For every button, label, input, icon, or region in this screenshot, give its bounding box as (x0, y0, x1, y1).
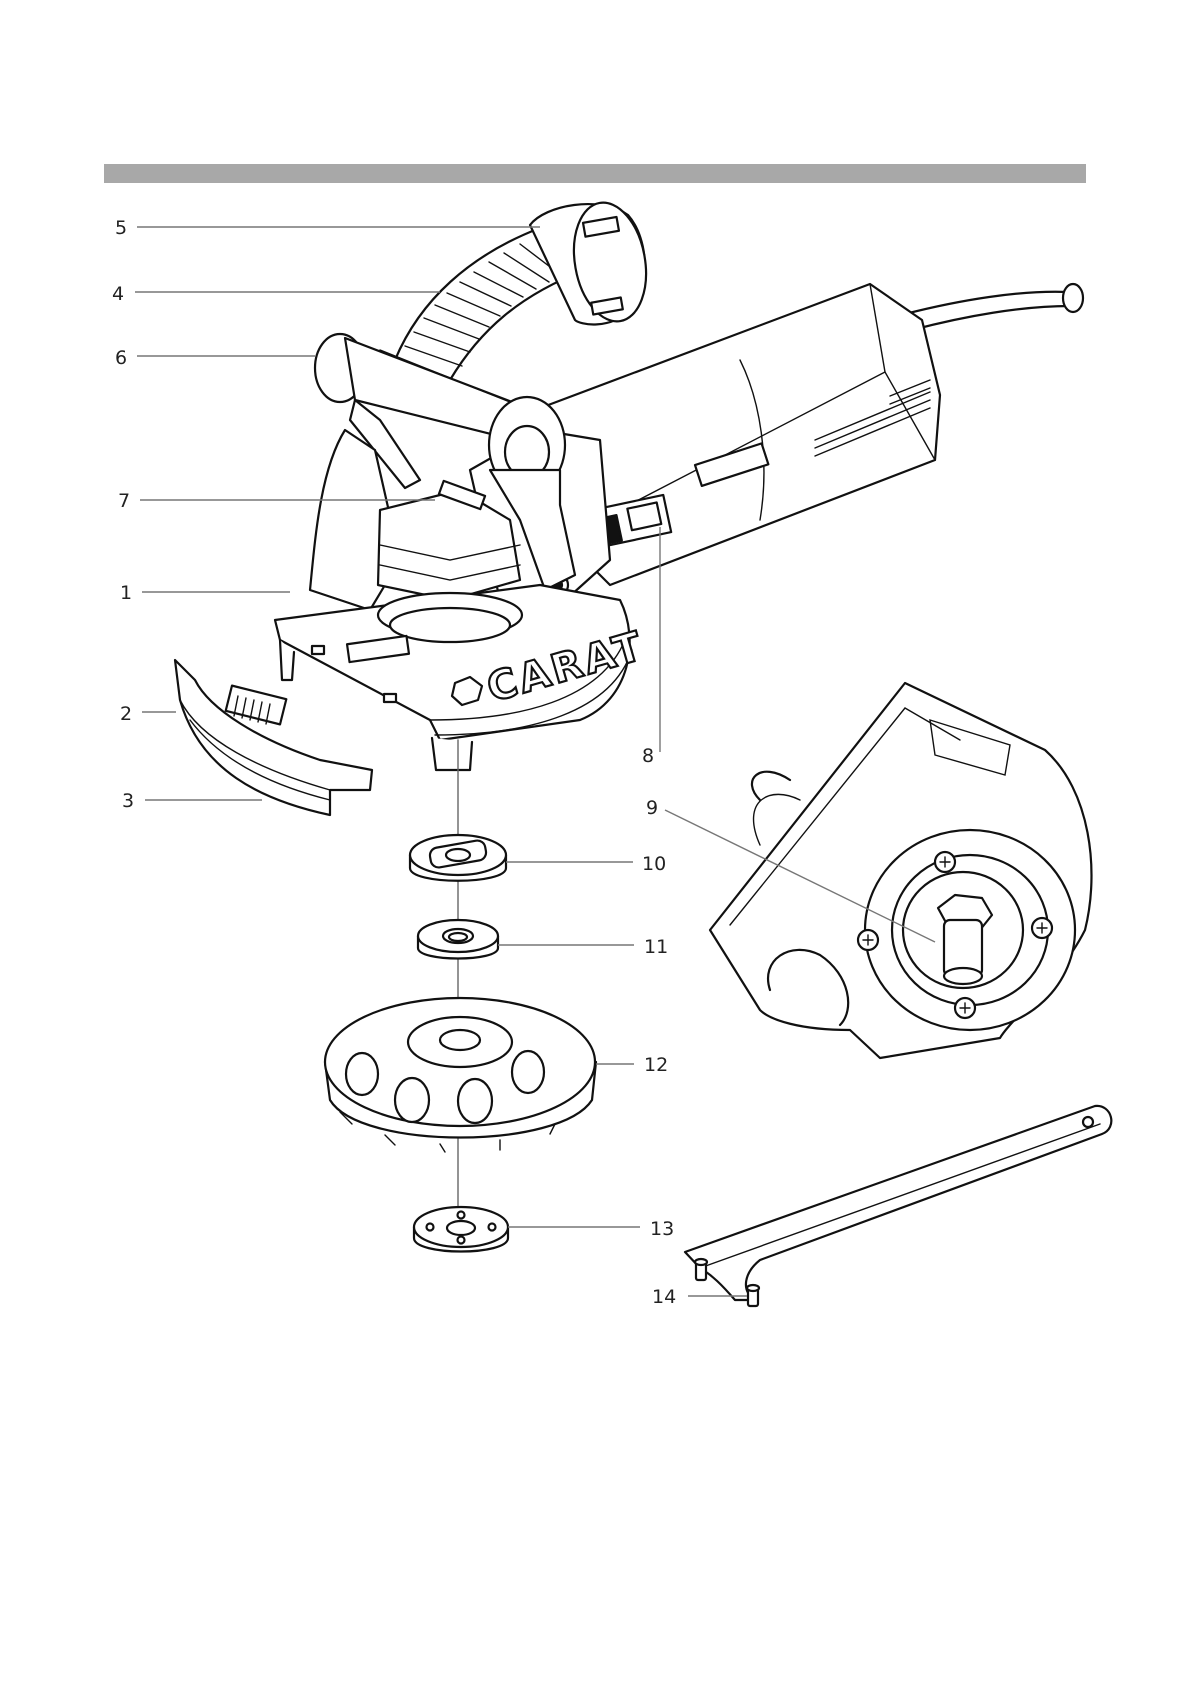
callout-12: 12 (596, 1054, 668, 1076)
power-cord (905, 284, 1083, 330)
callout-6: 6 (115, 347, 315, 369)
hose-adapter (530, 197, 655, 327)
callout-label-3: 3 (122, 790, 134, 812)
callout-2: 2 (120, 703, 176, 725)
cup-wheel-12 (325, 998, 596, 1152)
callout-4: 4 (112, 283, 440, 305)
spanner-14 (685, 1106, 1111, 1306)
callout-label-2: 2 (120, 703, 132, 725)
hood-segment (175, 660, 372, 815)
callout-11: 11 (498, 936, 668, 958)
callout-label-12: 12 (644, 1054, 668, 1076)
flange-nut-13 (414, 1207, 508, 1252)
callout-label-6: 6 (115, 347, 127, 369)
callout-label-8: 8 (642, 745, 654, 767)
callout-label-7: 7 (118, 490, 130, 512)
callout-label-10: 10 (642, 853, 666, 875)
callout-label-11: 11 (644, 936, 668, 958)
callout-label-5: 5 (115, 217, 127, 239)
callout-label-4: 4 (112, 283, 124, 305)
washer-11 (418, 920, 498, 959)
callout-label-9: 9 (646, 797, 658, 819)
callout-1: 1 (120, 582, 290, 604)
callout-3: 3 (122, 790, 262, 812)
flange-10 (410, 835, 506, 881)
callout-5: 5 (115, 217, 540, 239)
callout-label-1: 1 (120, 582, 132, 604)
callout-label-13: 13 (650, 1218, 674, 1240)
callout-label-14: 14 (652, 1286, 676, 1308)
callout-10: 10 (506, 853, 666, 875)
callout-13: 13 (508, 1218, 674, 1240)
underside-view (710, 683, 1092, 1058)
